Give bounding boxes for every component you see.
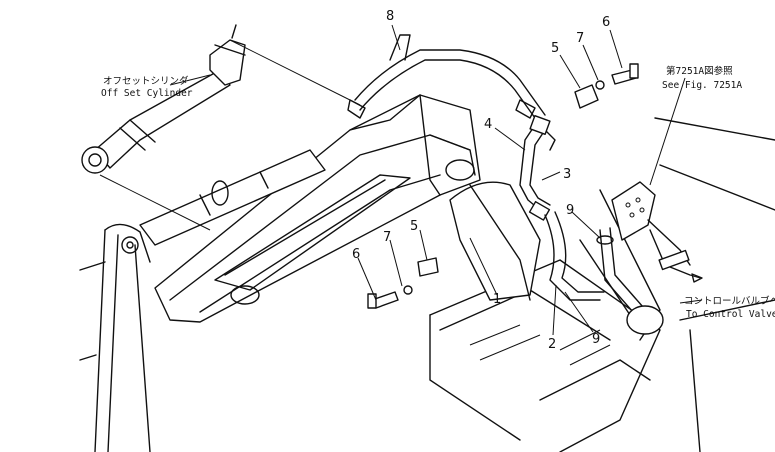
callout-9-upper: 9 xyxy=(566,203,574,218)
callout-5-lower: 5 xyxy=(410,219,418,234)
callout-7-upper: 7 xyxy=(576,31,584,46)
machine-body-outline xyxy=(654,117,775,452)
hose-lines xyxy=(347,34,546,126)
fasteners xyxy=(367,63,639,309)
callout-6-upper: 6 xyxy=(602,15,610,30)
pipe-assembly xyxy=(519,114,556,221)
callout-1: 1 xyxy=(493,292,501,307)
boom xyxy=(154,94,481,323)
callout-3: 3 xyxy=(563,167,571,182)
callout-9-lower: 9 xyxy=(592,332,600,347)
see-fig-label-jp: 第7251A図参照 xyxy=(666,65,733,77)
offset-cylinder xyxy=(81,24,361,231)
boom-cylinder xyxy=(139,149,326,246)
base-frame xyxy=(429,259,661,452)
see-fig-label-en: See Fig. 7251A xyxy=(662,80,742,91)
control-valve-label-jp: コントロールバルブへ xyxy=(684,295,775,307)
leader-lines xyxy=(169,24,703,336)
callout-5-upper: 5 xyxy=(551,41,559,56)
valve-block xyxy=(611,181,703,283)
boom-foot xyxy=(79,223,151,452)
callout-4: 4 xyxy=(484,117,492,132)
offset-cylinder-label-jp: オフセットシリンダ xyxy=(103,75,189,87)
callout-6-lower: 6 xyxy=(352,247,360,262)
callout-numbers: 8 5 7 6 4 3 9 7 5 6 1 2 9 xyxy=(352,9,610,352)
text-labels: オフセットシリンダ Off Set Cylinder 第7251A図参照 See… xyxy=(101,65,775,320)
control-valve-label-en: To Control Valve xyxy=(686,309,775,320)
callout-7-lower: 7 xyxy=(383,230,391,245)
callout-2: 2 xyxy=(548,337,556,352)
offset-cylinder-label-en: Off Set Cylinder xyxy=(101,88,193,99)
callout-8: 8 xyxy=(386,9,394,24)
lower-hoses xyxy=(544,211,664,335)
